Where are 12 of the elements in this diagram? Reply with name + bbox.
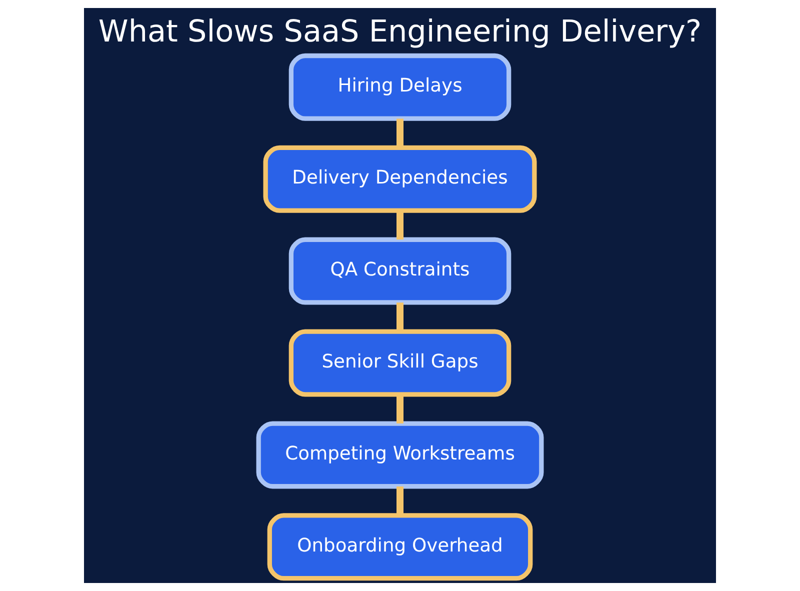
connector — [396, 118, 404, 148]
node-box: QA Constraints — [288, 237, 512, 305]
node-box: Senior Skill Gaps — [288, 329, 512, 397]
connector — [396, 394, 404, 424]
node-box: Delivery Dependencies — [263, 145, 537, 213]
connector — [396, 210, 404, 240]
diagram-title: What Slows SaaS Engineering Delivery? — [98, 14, 702, 50]
connector — [396, 302, 404, 332]
node-box: Hiring Delays — [288, 53, 512, 121]
node-box: Onboarding Overhead — [267, 513, 533, 581]
connector — [396, 486, 404, 516]
node-box: Competing Workstreams — [256, 421, 544, 489]
